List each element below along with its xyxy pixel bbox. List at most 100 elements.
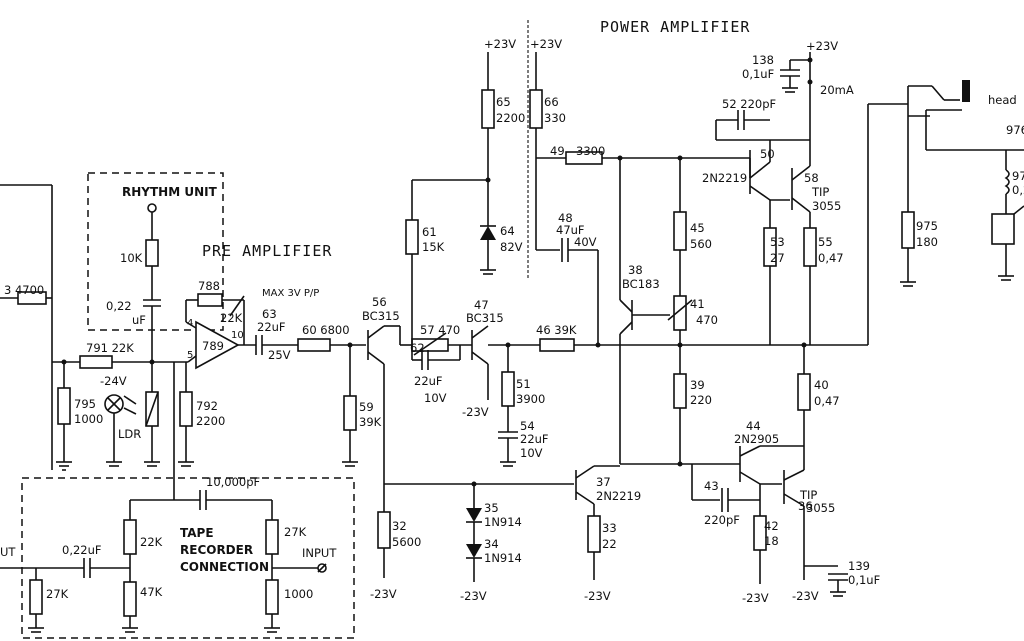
transistor-58-type: TIP: [811, 185, 829, 199]
tape-label-3: CONNECTION: [180, 560, 269, 574]
resistor-51: [501, 371, 515, 407]
resistor-788-val: 22K: [220, 311, 243, 325]
resistor-40-val: 0,47: [814, 394, 840, 408]
lamp-voltage: -24V: [100, 374, 127, 388]
transistor-37-num: 37: [596, 475, 611, 489]
tape-label-1: TAPE: [180, 526, 214, 540]
resistor-10k-label: 10K: [120, 251, 143, 265]
diode-34: [466, 544, 482, 558]
resistor-66: [529, 89, 543, 129]
transistor-36-model: 3055: [806, 501, 835, 515]
cap-52-label: 52 220pF: [722, 97, 776, 111]
resistor-975-num: 975: [916, 219, 938, 233]
transistor-58-model: 3055: [812, 199, 841, 213]
resistor-975-val: 180: [916, 235, 938, 249]
neg-rail-label-2: -23V: [584, 589, 611, 603]
resistor-788: [197, 293, 223, 307]
resistor-27k-b: [29, 579, 43, 615]
resistor-32-num: 32: [392, 519, 407, 533]
max-level-note: MAX 3V P/P: [262, 288, 319, 299]
resistor-42-val: 18: [764, 534, 779, 548]
cap-022-value: 0,22: [106, 299, 132, 313]
cap-54-num: 54: [520, 419, 535, 433]
resistor-33-val: 22: [602, 537, 617, 551]
resistor-791: [79, 355, 113, 369]
input-cap-label: 0,22uF: [62, 543, 102, 557]
zener-64: [480, 226, 496, 240]
resistor-53-num: 53: [770, 235, 785, 249]
diode-35-num: 35: [484, 501, 499, 515]
ldr-label: LDR: [118, 427, 141, 441]
opamp-pin4: 4: [187, 318, 193, 329]
output-partial-label: UT: [0, 545, 16, 559]
opamp-789-label: 789: [202, 339, 224, 353]
resistor-788-num: 788: [198, 279, 220, 293]
resistor-53-val: 27: [770, 251, 785, 265]
transistor-44-type: 2N2905: [734, 432, 779, 446]
resistor-45: [673, 211, 687, 251]
resistor-60: [297, 338, 331, 352]
resistor-27k-label: 27K: [284, 525, 307, 539]
headphone-jack-icon: [962, 80, 970, 102]
diode-34-type: 1N914: [484, 551, 522, 565]
neg-rail-label-5: -23V: [460, 589, 487, 603]
transistor-37-type: 2N2219: [596, 489, 641, 503]
resistor-40-num: 40: [814, 378, 829, 392]
cap-62-num: 62: [410, 341, 425, 355]
headphone-label: head: [988, 93, 1017, 107]
inductor-97-num: 97: [1012, 169, 1024, 183]
current-label: 20mA: [820, 83, 854, 97]
resistor-61-num: 61: [422, 225, 437, 239]
transistor-38-type: BC183: [622, 277, 660, 291]
input-terminal: [317, 563, 327, 573]
resistor-59-val: 39K: [359, 415, 382, 429]
resistor-32-val: 5600: [392, 535, 421, 549]
potentiometer-41-val: 470: [696, 313, 718, 327]
resistor-795: [57, 387, 71, 425]
cap-54-volt: 10V: [520, 446, 543, 460]
neg-rail-label-6: -23V: [370, 587, 397, 601]
cap-63-volt: 25V: [268, 348, 291, 362]
resistor-795-val: 1000: [74, 412, 103, 426]
resistor-976-label: 976: [1006, 123, 1024, 137]
rhythm-unit-box: [87, 172, 224, 331]
transistor-50-num: 50: [760, 147, 775, 161]
resistor-55-num: 55: [818, 235, 833, 249]
cap-48-volt: 40V: [574, 235, 597, 249]
rhythm-terminal: [147, 203, 157, 213]
power-amplifier-title: POWER AMPLIFIER: [600, 18, 750, 36]
resistor-39: [673, 373, 687, 409]
resistor-39-val: 220: [690, 393, 712, 407]
resistor-33-num: 33: [602, 521, 617, 535]
resistor-792-val: 2200: [196, 414, 225, 428]
zener-64-num: 64: [500, 224, 515, 238]
resistor-795-num: 795: [74, 397, 96, 411]
resistor-49-num: 49: [550, 144, 565, 158]
cap-48-val: 47uF: [556, 223, 585, 237]
rail-pos-2: +23V: [530, 37, 562, 51]
cap-62-val: 22uF: [414, 374, 443, 388]
cap-63-num: 63: [262, 307, 277, 321]
resistor-61-val: 15K: [422, 240, 445, 254]
resistor-60-label: 60 6800: [302, 323, 350, 337]
diode-34-num: 34: [484, 537, 499, 551]
cap-62-volt: 10V: [424, 391, 447, 405]
resistor-39-num: 39: [690, 378, 705, 392]
tape-recorder-box: [21, 477, 355, 639]
resistor-45-val: 560: [690, 237, 712, 251]
resistor-46: [539, 338, 575, 352]
rail-pos-3: +23V: [806, 39, 838, 53]
transistor-47-type: BC315: [466, 311, 504, 325]
resistor-792: [179, 391, 193, 427]
resistor-1000-label: 1000: [284, 587, 313, 601]
resistor-46-label: 46 39K: [536, 323, 577, 337]
resistor-27k: [265, 519, 279, 555]
rail-pos-1: +23V: [484, 37, 516, 51]
resistor-32: [377, 511, 391, 549]
resistor-42-num: 42: [764, 519, 779, 533]
opamp-pin5: 5: [187, 350, 193, 361]
transistor-38-num: 38: [628, 263, 643, 277]
resistor-66-val: 330: [544, 111, 566, 125]
resistor-55: [803, 227, 817, 267]
